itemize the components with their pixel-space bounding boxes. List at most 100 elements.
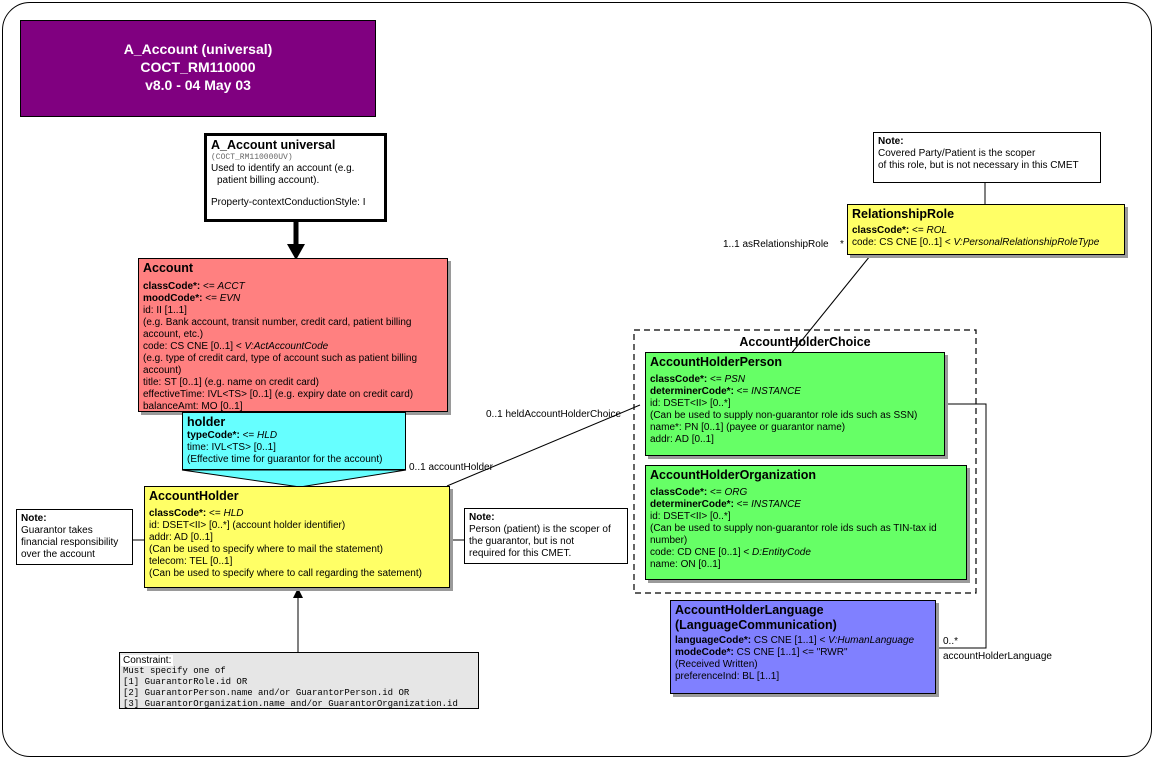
noteGuarantor-line: Guarantor takes (21, 525, 93, 536)
constraint-lines: Must specify one of[1] GuarantorRole.id … (123, 666, 475, 710)
organization-attribute-line: classCode*: <= ORG (650, 487, 748, 498)
choice-container (633, 329, 977, 594)
account-attribute-line: effectiveTime: IVL<TS> [0..1] (e.g. expi… (143, 389, 414, 400)
as-relationship-role-label: 1..1 asRelationshipRole (723, 239, 829, 250)
person-title: AccountHolderPerson (650, 355, 782, 369)
account-attribute-line: account) (143, 365, 182, 376)
relationshipRole-attribute-line: code: CS CNE [0..1] < V:PersonalRelation… (852, 237, 1100, 248)
entry-title: A_Account universal (211, 138, 336, 152)
noteGuarantor-line: financial responsibility (21, 537, 119, 548)
account-attribute-line: moodCode*: <= EVN (143, 293, 241, 304)
constraint-box: Constraint: Must specify one of[1] Guara… (119, 652, 479, 709)
account-attribute-line: (e.g. type of credit card, type of accou… (143, 353, 418, 364)
account-holder-organization-class: AccountHolderOrganization classCode*: <=… (645, 465, 967, 580)
constraint-title: Constraint: (121, 655, 174, 666)
entry-code: (COCT_RM110000UV) (211, 153, 293, 162)
noteCovered-line: Covered Party/Patient is the scoper (878, 148, 1036, 159)
entry-style: Property-contextConductionStyle: I (211, 197, 366, 208)
account-attribute-line: title: ST [0..1] (e.g. name on credit ca… (143, 377, 320, 388)
account-holder-title: AccountHolder (149, 489, 239, 503)
account-attribute-line: balanceAmt: MO [0..1] (143, 401, 243, 412)
person-attribute-line: name*: PN [0..1] (payee or guarantor nam… (650, 422, 846, 433)
relationship-role-title: RelationshipRole (852, 207, 955, 221)
language-title-2: (LanguageCommunication) (675, 618, 837, 632)
accountHolder-attribute-line: addr: AD [0..1] (149, 532, 213, 543)
organization-attribute-line: (Can be used to supply non-guarantor rol… (650, 523, 937, 534)
organization-attribute-line: code: CD CNE [0..1] < D:EntityCode (650, 547, 811, 558)
person-attribute-line: determinerCode*: <= INSTANCE (650, 386, 801, 397)
account-attribute-line: code: CS CNE [0..1] < V:ActAccountCode (143, 341, 329, 352)
language-attribute-line: modeCode*: CS CNE [1..1] <= "RWR" (675, 647, 848, 658)
account-holder-language-class: AccountHolderLanguage (LanguageCommunica… (670, 600, 936, 694)
entry-desc-1: Used to identify an account (e.g. (211, 163, 355, 174)
relationship-line (789, 255, 871, 356)
person-attribute-line: (Can be used to supply non-guarantor rol… (650, 410, 918, 421)
organization-attribute-line: id: DSET<II> [0..*] (650, 511, 731, 522)
notePerson-line: Person (patient) is the scoper of (469, 524, 611, 535)
language-attributes: languageCode*: CS CNE [1..1] < V:HumanLa… (675, 635, 931, 683)
language-attribute-line: languageCode*: CS CNE [1..1] < V:HumanLa… (675, 635, 915, 646)
relationshipRole-attribute-line: classCode*: <= ROL (852, 225, 948, 236)
person-attribute-line: id: DSET<II> [0..*] (650, 398, 731, 409)
note-covered-title: Note: (878, 136, 904, 147)
holder-title: holder (187, 415, 226, 429)
accountHolder-attribute-line: (Can be used to specify where to mail th… (149, 544, 384, 555)
held-choice-line (446, 404, 641, 487)
accountHolder-attribute-line: telecom: TEL [0..1] (149, 556, 233, 567)
notePerson-line: the guarantor, but is not (469, 536, 575, 547)
constraint-line-text: [3] GuarantorOrganization.name and/or Gu… (123, 699, 458, 709)
header-code: COCT_RM110000 (140, 59, 256, 75)
language-assoc-label: accountHolderLanguage (943, 651, 1052, 662)
noteCovered-line: of this role, but is not necessary in th… (878, 160, 1079, 171)
choice-title: AccountHolderChoice (739, 335, 871, 349)
header-box: A_Account (universal) COCT_RM110000 v8.0… (20, 20, 376, 117)
language-attribute-line: (Received Written) (675, 659, 758, 670)
note-guarantor-title: Note: (21, 513, 47, 524)
account-attribute-line: classCode*: <= ACCT (143, 281, 245, 292)
language-line (936, 403, 987, 649)
person-attribute-line: addr: AD [0..1] (650, 434, 714, 445)
holder-attribute-line: typeCode*: <= HLD (187, 430, 278, 441)
language-attribute-line: preferenceInd: BL [1..1] (675, 671, 780, 682)
note-covered: Note: Covered Party/Patient is the scope… (873, 132, 1101, 183)
constraint-line-text: Must specify one of (123, 666, 226, 676)
organization-attribute-line: number) (650, 535, 688, 546)
relationship-star-label: * (840, 239, 844, 250)
accountHolder-attribute-line: (Can be used to specify where to call re… (149, 568, 422, 579)
note-person-title: Note: (469, 512, 495, 523)
entry-point-box: A_Account universal (COCT_RM110000UV) Us… (204, 133, 387, 222)
header-title: A_Account (universal) (123, 41, 273, 57)
language-mult-label: 0..* (943, 636, 959, 647)
notePerson-line: required for this CMET. (469, 548, 572, 559)
entry-arrow-head (287, 244, 305, 260)
holder-attribute-line: time: IVL<TS> [0..1] (187, 442, 276, 453)
account-attribute-line: account, etc.) (143, 329, 204, 340)
constraint-line-text: [2] GuarantorPerson.name and/or Guaranto… (123, 688, 410, 698)
constraint-arrow-head (293, 588, 303, 598)
account-attribute-line: id: II [1..1] (143, 305, 187, 316)
entry-desc-2: patient billing account). (217, 175, 320, 186)
organization-attribute-line: name: ON [0..1] (650, 559, 721, 570)
person-attribute-line: classCode*: <= PSN (650, 374, 746, 385)
account-holder-mult-label: 0..1 accountHolder (409, 462, 493, 473)
organization-title: AccountHolderOrganization (650, 468, 816, 482)
header-version: v8.0 - 04 May 03 (145, 77, 251, 93)
accountHolder-attribute-line: classCode*: <= HLD (149, 508, 244, 519)
constraint-line-text: [1] GuarantorRole.id OR (123, 677, 248, 687)
